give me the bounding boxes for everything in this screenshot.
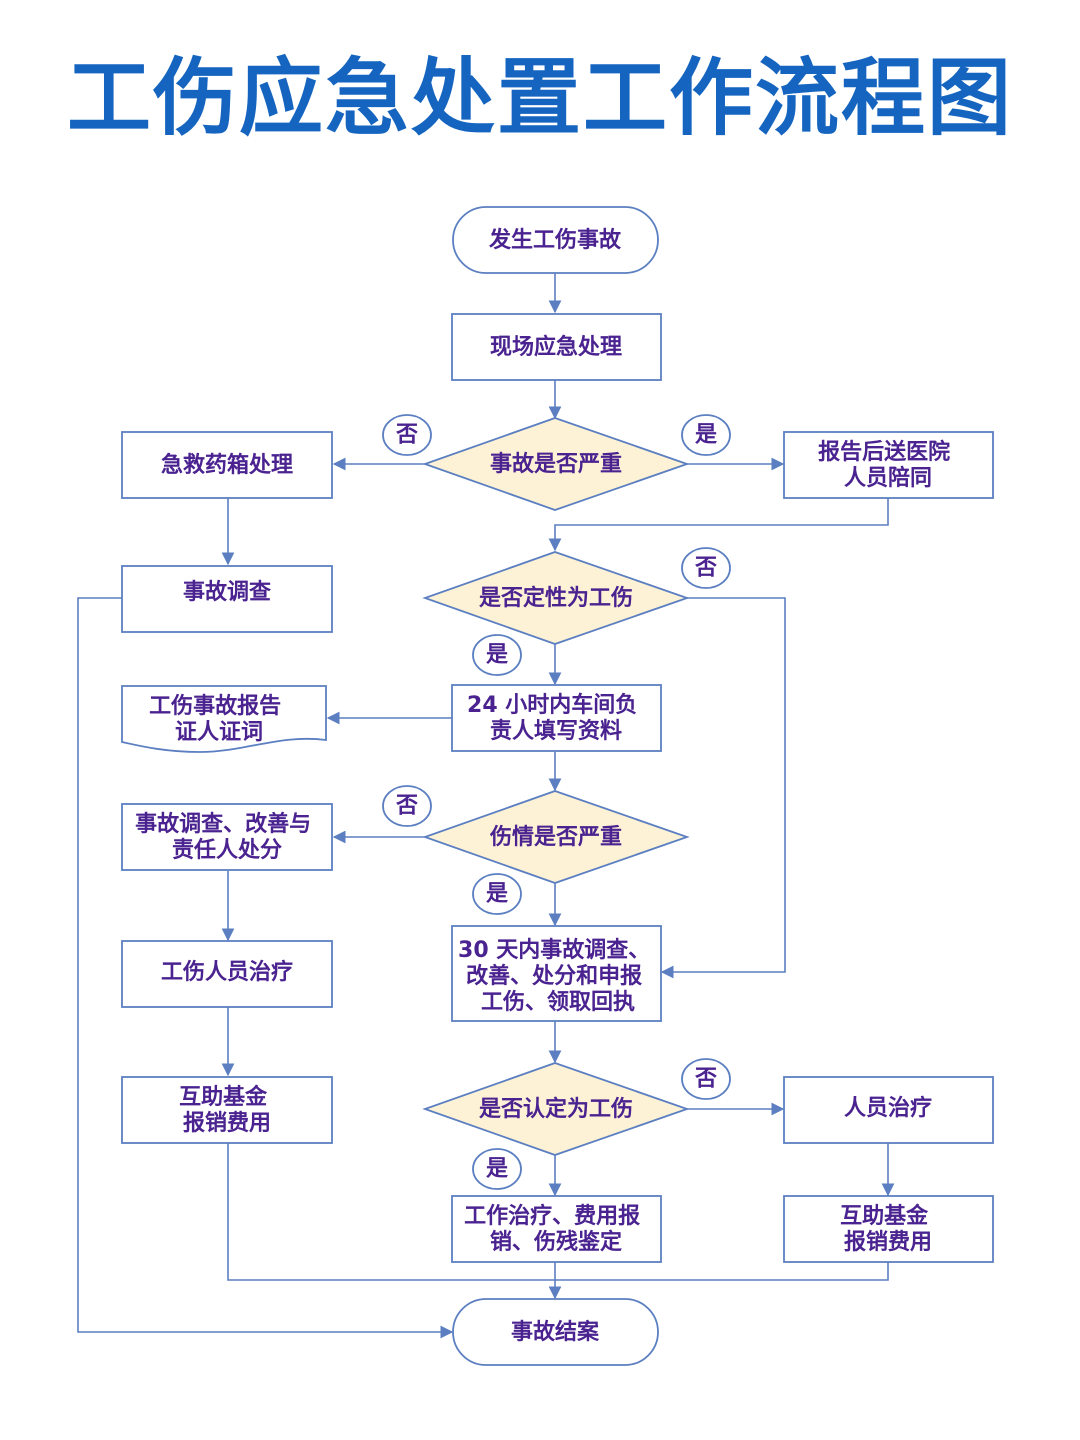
- page-title: 工伤应急处置工作流程图: [66, 49, 1013, 147]
- node-q-define: [422, 551, 690, 645]
- label-yes: 是: [695, 423, 717, 448]
- node-fund-left: [121, 1076, 333, 1144]
- edge-fund-left-merge: [227, 1143, 555, 1281]
- label-no-circle: [382, 414, 432, 456]
- label-no: 否: [694, 1067, 717, 1092]
- label-yes: 是: [486, 882, 508, 907]
- node-fill-info: [451, 684, 662, 752]
- node-q-define-text: 是否定性为工伤: [479, 585, 633, 611]
- nodes: [121, 206, 994, 1366]
- node-improve: [121, 803, 333, 871]
- node-q-injury-text: 伤情是否严重: [489, 824, 622, 850]
- node-start-text: 发生工伤事故: [488, 227, 622, 253]
- node-q-serious-text: 事故是否严重: [490, 451, 622, 477]
- label-no: 否: [395, 423, 418, 448]
- node-onsite: [451, 313, 662, 381]
- node-fund-right: [783, 1195, 994, 1263]
- node-day30: [451, 925, 662, 1022]
- node-onsite-text: 现场应急处理: [490, 334, 622, 360]
- decision-labels: [382, 414, 731, 1190]
- node-investigate: [121, 565, 333, 633]
- label-no: 否: [694, 556, 717, 581]
- node-q-recognize: [422, 1062, 690, 1156]
- edge-investigate-end: [77, 597, 454, 1339]
- label-yes: 是: [486, 643, 508, 668]
- decision-label-texts: 否 是 否 是 否 是 否 是: [395, 423, 717, 1182]
- node-end: [452, 1298, 659, 1366]
- connectors: [77, 273, 895, 1339]
- node-q-injury: [422, 790, 690, 884]
- node-investigate-text: 事故调查: [183, 579, 271, 605]
- node-work-treat-text: 工作治疗、费用报 销、伤残鉴定: [464, 1203, 648, 1255]
- node-fund-right-text: 互助基金 报销费用: [840, 1203, 936, 1255]
- label-no-circle: [681, 547, 731, 589]
- node-report-doc: [121, 685, 327, 753]
- edge-q-define-day30: [660, 597, 786, 979]
- node-hospital: [783, 431, 994, 499]
- node-firstaid-text: 急救药箱处理: [161, 452, 293, 478]
- node-report-doc-text: 工伤事故报告 证人证词: [149, 693, 289, 745]
- node-work-treat: [451, 1195, 662, 1263]
- node-hospital-text: 报告后送医院 人员陪同: [818, 439, 958, 491]
- edge-hospital-q-define: [548, 498, 889, 552]
- node-treat: [121, 940, 333, 1008]
- node-texts: 发生工伤事故 现场应急处理 事故是否严重 急救药箱处理 报告后送医院 人员陪同 …: [135, 227, 958, 1345]
- node-q-serious: [422, 417, 690, 511]
- label-yes-circle: [472, 634, 522, 676]
- edge-fund-right-merge: [555, 1262, 889, 1281]
- label-no-circle: [681, 1058, 731, 1100]
- node-end-text: 事故结案: [511, 1319, 600, 1345]
- label-yes: 是: [486, 1157, 508, 1182]
- label-yes-circle: [681, 414, 731, 456]
- node-day30-text: 30 天内事故调查、 改善、处分和申报 工伤、领取回执: [458, 937, 658, 1015]
- node-improve-text: 事故调查、改善与 责任人处分: [135, 811, 319, 863]
- node-person-treat-text: 人员治疗: [844, 1095, 932, 1121]
- node-fill-info-text: 24 小时内车间负 责人填写资料: [467, 692, 645, 744]
- node-treat-text: 工伤人员治疗: [161, 959, 293, 985]
- label-yes-circle: [472, 1148, 522, 1190]
- node-firstaid: [121, 431, 333, 499]
- label-no-circle: [382, 785, 432, 827]
- label-no: 否: [395, 794, 418, 819]
- node-start: [452, 206, 659, 274]
- node-q-recognize-text: 是否认定为工伤: [479, 1096, 633, 1122]
- node-person-treat: [783, 1076, 994, 1144]
- node-fund-left-text: 互助基金 报销费用: [179, 1084, 275, 1136]
- label-yes-circle: [472, 873, 522, 915]
